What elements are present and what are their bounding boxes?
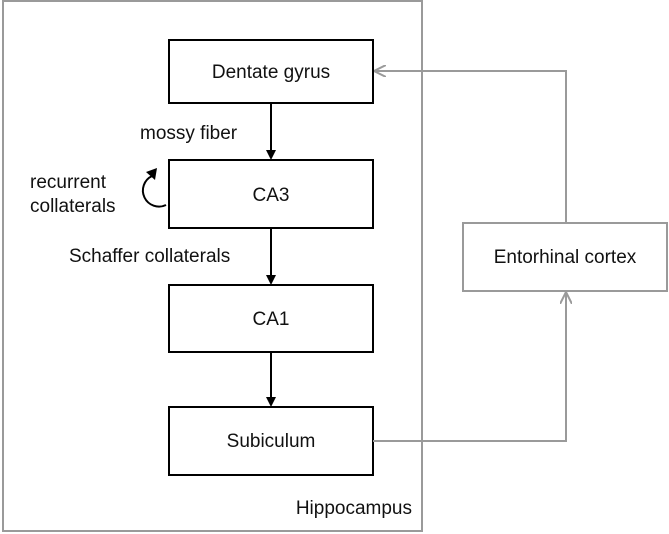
recurrent-collaterals-loop: [141, 175, 167, 208]
recurrent-collaterals-arrowhead: [146, 168, 157, 180]
ca1-node: CA1: [168, 284, 374, 353]
dentate-gyrus-node: Dentate gyrus: [168, 39, 374, 104]
ca1-label: CA1: [253, 309, 290, 330]
entorhinal-cortex-node: Entorhinal cortex: [462, 222, 668, 292]
hippocampus-label: Hippocampus: [296, 498, 412, 519]
entorhinal-to-dentate-arrow: [376, 71, 567, 223]
recurrent-label: recurrent: [30, 172, 107, 193]
schaffer-collaterals-label: Schaffer collaterals: [69, 246, 230, 267]
mossy-fiber-label: mossy fiber: [140, 123, 238, 144]
subiculum-to-entorhinal-arrow: [373, 294, 566, 442]
entorhinal-cortex-label: Entorhinal cortex: [494, 247, 637, 268]
ca3-node: CA3: [168, 159, 374, 229]
ca3-label: CA3: [253, 185, 290, 206]
subiculum-label: Subiculum: [227, 431, 316, 452]
hippocampus-region-frame: [2, 0, 423, 532]
subiculum-node: Subiculum: [168, 406, 374, 476]
collaterals-label: collaterals: [30, 196, 116, 217]
dentate-gyrus-label: Dentate gyrus: [212, 62, 330, 83]
